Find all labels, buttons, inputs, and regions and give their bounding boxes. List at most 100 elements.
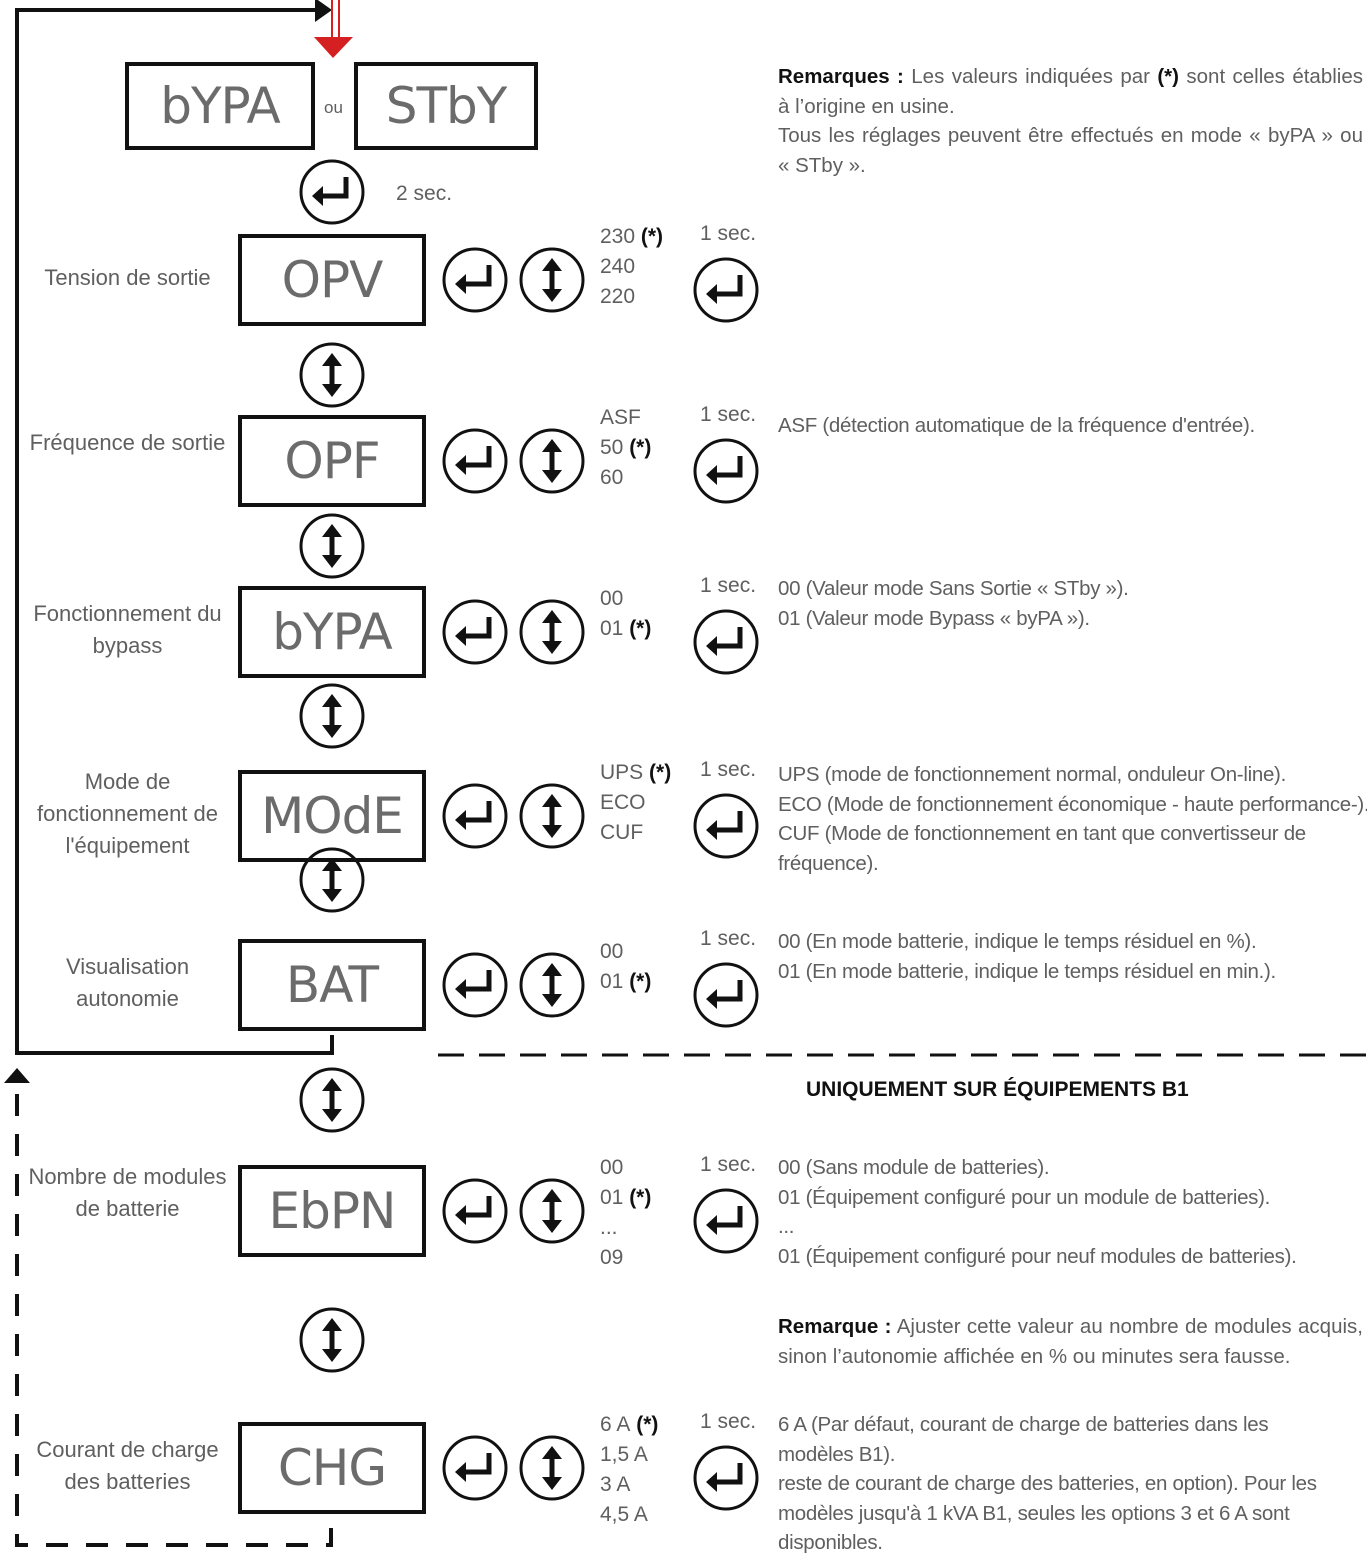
display-text: OPF bbox=[284, 432, 380, 490]
description-line: 01 (En mode batterie, indique le temps r… bbox=[778, 959, 1276, 983]
enter-key-icon bbox=[693, 1188, 759, 1254]
loop-arrowhead-icon bbox=[315, 0, 332, 22]
remark-text: Les valeurs indiquées par bbox=[911, 65, 1150, 88]
display-modules: EbPN bbox=[238, 1165, 426, 1257]
display-text: bYPA bbox=[160, 77, 280, 135]
enter-key-icon bbox=[693, 793, 759, 859]
option-value: 01 (*) bbox=[600, 970, 652, 993]
description-frequence: ASF (détection automatique de la fréquen… bbox=[778, 411, 1255, 441]
option-value: 4,5 A bbox=[600, 1503, 648, 1526]
remark-title: Remarque : bbox=[778, 1315, 892, 1338]
display-text: STbY bbox=[385, 77, 508, 135]
setting-label-frequence: Fréquence de sortie bbox=[29, 430, 226, 455]
option-value: 220 bbox=[600, 285, 636, 308]
option-value: 00 bbox=[600, 940, 624, 963]
up-down-arrows-icon bbox=[519, 1178, 585, 1244]
description-line: disponibles. bbox=[778, 1531, 883, 1554]
description-line: 00 (Valeur mode Sans Sortie « STby »). bbox=[778, 577, 1129, 600]
description-line: fréquence). bbox=[778, 851, 879, 875]
description-line: 6 A (Par défaut, courant de charge de ba… bbox=[778, 1413, 1269, 1436]
remark-title: Remarques : bbox=[778, 65, 904, 88]
setting-label-bypass: Fonctionnement du bypass bbox=[33, 601, 222, 658]
general-remark: Remarques : Les valeurs indiquées par (*… bbox=[778, 62, 1363, 180]
option-list-charge: 6 A (*) 1,5 A 3 A 4,5 A bbox=[600, 1410, 658, 1530]
display-text: BAT bbox=[285, 956, 379, 1014]
up-down-arrows-icon bbox=[519, 1435, 585, 1501]
description-line: 00 (En mode batterie, indique le temps r… bbox=[778, 930, 1257, 953]
default-marker: (*) bbox=[635, 225, 664, 248]
enter-key-icon bbox=[442, 1435, 508, 1501]
display-charge: CHG bbox=[238, 1422, 426, 1514]
option-value: 00 bbox=[600, 587, 624, 610]
option-value: CUF bbox=[600, 821, 644, 844]
hold-time-label: 2 sec. bbox=[396, 182, 453, 205]
setting-label-mode: Mode de fonctionnement de l'équipement bbox=[36, 769, 219, 858]
option-value: 09 bbox=[600, 1246, 624, 1269]
display-text: OPV bbox=[281, 251, 384, 309]
default-marker: (*) bbox=[630, 1413, 659, 1436]
enter-key-icon bbox=[693, 257, 759, 323]
display-text: MOdE bbox=[261, 787, 404, 845]
description-line: ... bbox=[778, 1215, 795, 1238]
description-autonomie: 00 (En mode batterie, indique le temps r… bbox=[778, 927, 1276, 986]
display-text: CHG bbox=[277, 1439, 387, 1497]
up-down-arrows-icon bbox=[299, 1307, 365, 1373]
remark-text: Ajuster cette valeur au nombre de module… bbox=[778, 1315, 1363, 1368]
default-marker: (*) bbox=[623, 1186, 652, 1209]
option-value: 50 (*) bbox=[600, 436, 652, 459]
option-list-mode: UPS (*) ECO CUF bbox=[600, 758, 671, 848]
up-down-arrows-icon bbox=[299, 847, 365, 913]
up-down-arrows-icon bbox=[519, 428, 585, 494]
modules-remark: Remarque : Ajuster cette valeur au nombr… bbox=[778, 1312, 1363, 1371]
option-value: 01 (*) bbox=[600, 617, 652, 640]
description-line: ASF (détection automatique de la fréquen… bbox=[778, 414, 1255, 437]
enter-key-icon bbox=[442, 783, 508, 849]
up-down-arrows-icon bbox=[299, 1067, 365, 1133]
description-line: modèles B1). bbox=[778, 1442, 896, 1466]
b1-loop-dashed-line bbox=[15, 1082, 333, 1547]
display-stby-top: STbY bbox=[354, 62, 538, 150]
b1-loop-arrowhead-icon bbox=[4, 1068, 30, 1083]
description-modules: 00 (Sans module de batteries). 01 (Équipe… bbox=[778, 1153, 1297, 1271]
description-line: 00 (Sans module de batteries). bbox=[778, 1156, 1050, 1179]
hold-time-label: 1 sec. bbox=[700, 574, 757, 597]
option-value: ECO bbox=[600, 791, 646, 814]
up-down-arrows-icon bbox=[519, 783, 585, 849]
description-line: modèles jusqu'à 1 kVA B1, seules les opt… bbox=[778, 1501, 1290, 1525]
display-frequence: OPF bbox=[238, 415, 426, 507]
hold-time-label: 1 sec. bbox=[700, 1410, 757, 1433]
description-mode: UPS (mode de fonctionnement normal, ondu… bbox=[778, 760, 1367, 878]
option-value: 60 bbox=[600, 466, 624, 489]
option-value: UPS (*) bbox=[600, 761, 672, 784]
setting-label-tension: Tension de sortie bbox=[44, 265, 211, 290]
option-value: 00 bbox=[600, 1156, 624, 1179]
option-list-bypass: 00 01 (*) bbox=[600, 584, 651, 644]
option-value: 3 A bbox=[600, 1473, 631, 1496]
hold-time-label: 1 sec. bbox=[700, 758, 757, 781]
description-line: 01 (Équipement configuré pour neuf modul… bbox=[778, 1244, 1297, 1268]
display-bypa-top: bYPA bbox=[125, 62, 315, 150]
hold-time-label: 1 sec. bbox=[700, 1153, 757, 1176]
enter-key-icon bbox=[693, 609, 759, 675]
up-down-arrows-icon bbox=[299, 683, 365, 749]
hold-time-label: 1 sec. bbox=[700, 927, 757, 950]
default-marker: (*) bbox=[1157, 65, 1179, 88]
display-autonomie: BAT bbox=[238, 939, 426, 1031]
option-value: 1,5 A bbox=[600, 1443, 648, 1466]
enter-key-icon bbox=[693, 962, 759, 1028]
remark-text: sont celles établies à l’origine en usin… bbox=[778, 65, 1363, 118]
enter-key-icon bbox=[442, 247, 508, 313]
up-down-arrows-icon bbox=[519, 952, 585, 1018]
option-value: 6 A (*) bbox=[600, 1413, 659, 1436]
description-line: UPS (mode de fonctionnement normal, ondu… bbox=[778, 763, 1286, 786]
up-down-arrows-icon bbox=[299, 342, 365, 408]
description-line: 01 (Équipement configuré pour un module … bbox=[778, 1185, 1271, 1209]
setting-label-autonomie: Visualisation autonomie bbox=[65, 954, 190, 1011]
setting-label-modules: Nombre de modules de batterie bbox=[28, 1164, 227, 1221]
option-value: ... bbox=[600, 1216, 618, 1239]
default-marker: (*) bbox=[623, 436, 652, 459]
enter-key-icon bbox=[299, 159, 365, 225]
enter-key-icon bbox=[442, 428, 508, 494]
